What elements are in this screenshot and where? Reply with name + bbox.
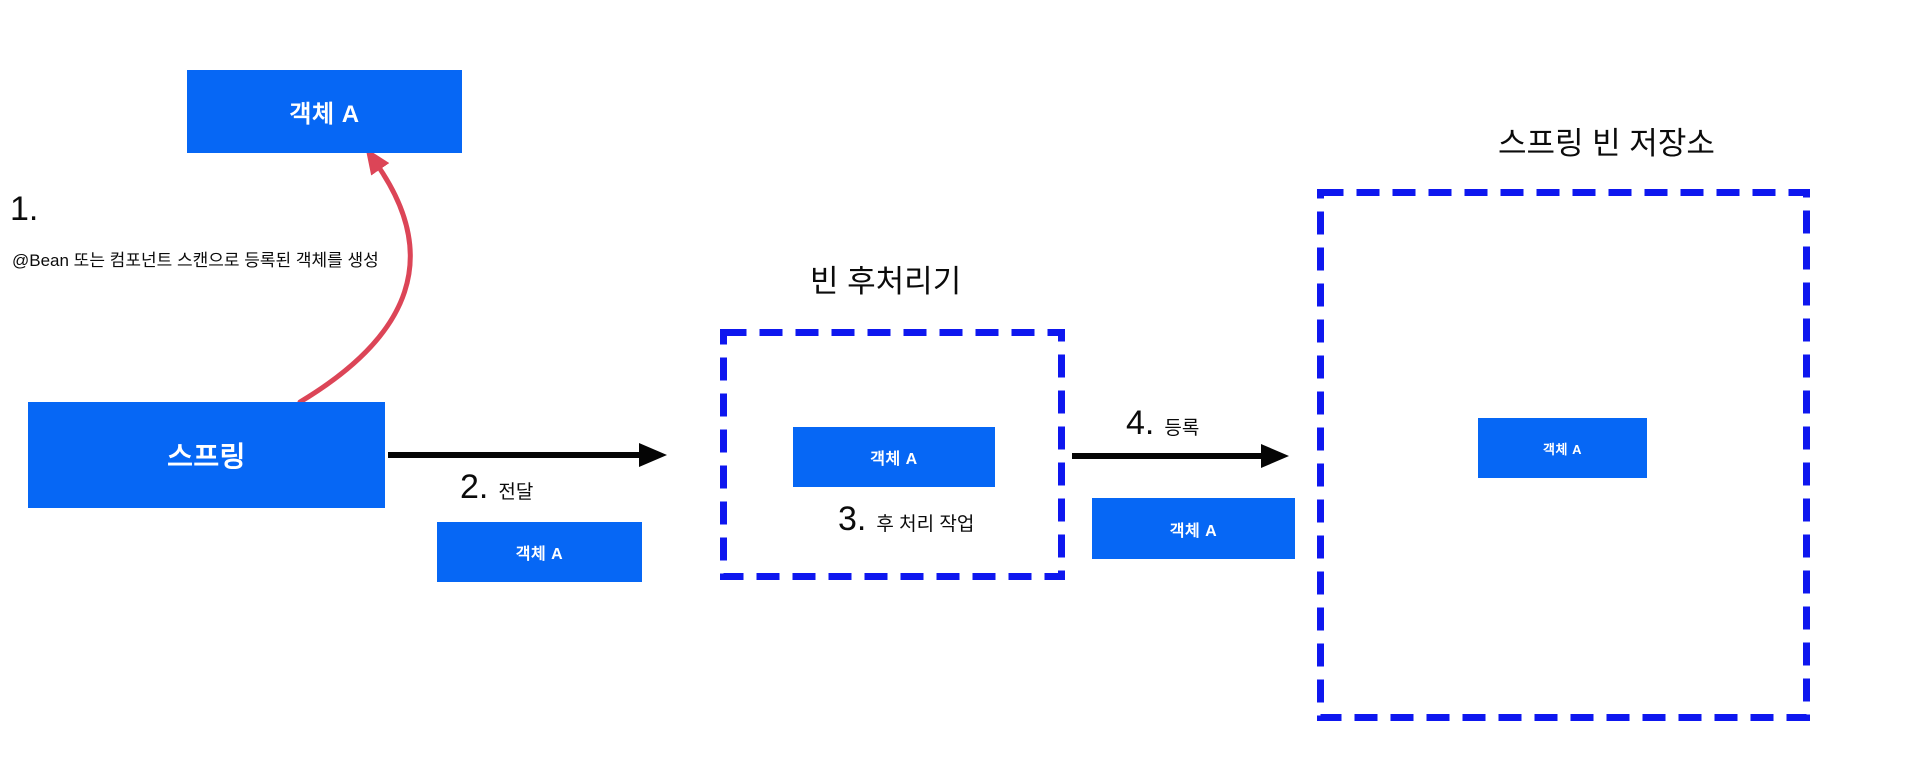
step1-annotation: 1. — [10, 190, 38, 229]
object-a-created-box: 객체 A — [187, 70, 462, 153]
spring-box: 스프링 — [28, 402, 385, 508]
bean-store-title: 스프링 빈 저장소 — [1498, 126, 1715, 161]
step3-annotation: 3. 후 처리 작업 — [838, 500, 974, 539]
object-a-label: 객체 A — [1169, 522, 1218, 540]
step3-number: 3. — [838, 500, 867, 538]
step3-label: 후 처리 작업 — [876, 514, 975, 535]
object-a-label: 객체 A — [289, 101, 360, 128]
object-a-passing-box: 객체 A — [437, 522, 642, 582]
object-a-label: 객체 A — [1543, 441, 1582, 457]
object-a-in-store-box: 객체 A — [1478, 418, 1647, 478]
step2-number: 2. — [460, 468, 489, 506]
step4-number: 4. — [1126, 404, 1155, 442]
object-a-in-postprocessor-box: 객체 A — [793, 427, 995, 487]
step1-number: 1. — [10, 190, 39, 228]
object-a-registering-box: 객체 A — [1092, 498, 1295, 559]
post-processor-title: 빈 후처리기 — [810, 264, 962, 299]
step4-annotation: 4. 등록 — [1126, 404, 1199, 443]
object-a-label: 객체 A — [515, 546, 564, 563]
step2-label: 전달 — [498, 482, 534, 503]
step1-description: @Bean 또는 컴포넌트 스캔으로 등록된 객체를 생성 — [12, 251, 379, 270]
object-a-label: 객체 A — [870, 451, 918, 468]
spring-label: 스프링 — [167, 441, 246, 472]
step4-label: 등록 — [1164, 418, 1200, 439]
create-object-arrow — [297, 147, 413, 405]
step2-annotation: 2. 전달 — [460, 468, 533, 507]
